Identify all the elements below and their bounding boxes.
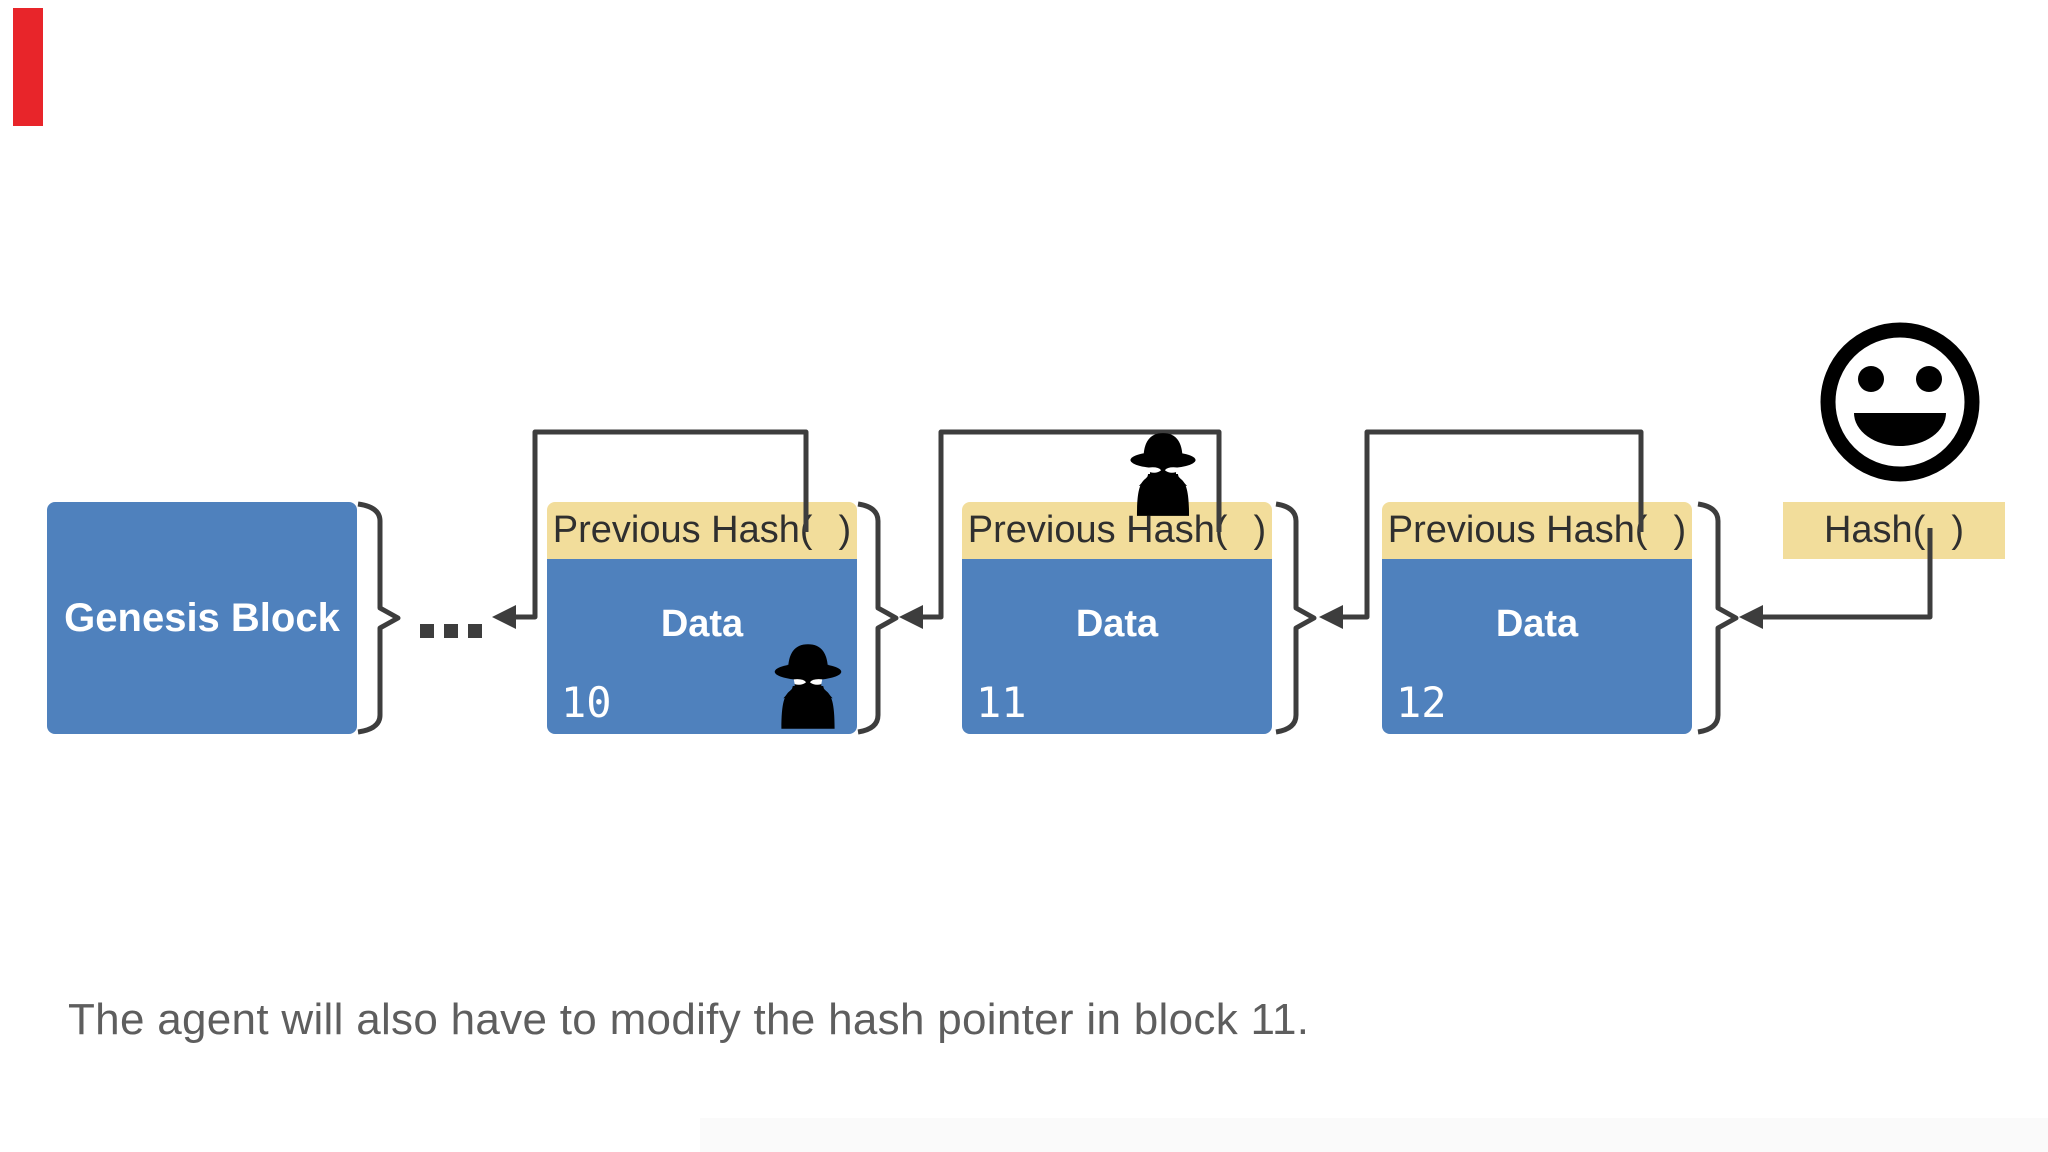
genesis-block: Genesis Block [47,502,357,734]
brace-block12 [1697,501,1739,735]
genesis-block-label: Genesis Block [64,595,340,640]
block-12-data-area: Data 12 [1382,559,1692,734]
brace-block10 [857,501,899,735]
block-10-data-area: Data 10 [547,559,857,734]
block-11-data-label: Data [1075,603,1159,645]
arrowhead-left-to-ellipsis [492,605,516,629]
prev-hash-close-paren: ) [838,509,852,551]
arrowhead-left-to-block12 [1739,605,1763,629]
smiley-face-icon [1820,322,1980,482]
block-10-previous-hash-field: Previous Hash( ) [547,502,857,559]
prev-hash-close-paren: ) [1673,509,1687,551]
block-12-number: 12 [1396,678,1447,727]
hash-open-text: Hash( [1823,509,1926,551]
block-11-number: 11 [976,678,1027,727]
block-11-data-area: Data 11 [962,559,1272,734]
hash-close-paren: ) [1951,509,1965,551]
brace-block11 [1275,501,1317,735]
arrowhead-left-to-block11 [1319,605,1343,629]
arrowhead-left-to-block10 [899,605,923,629]
omitted-blocks-ellipsis [420,624,482,638]
prev-hash-close-paren: ) [1253,509,1267,551]
block-11: Previous Hash( ) Data 11 [962,502,1272,734]
block-10-number: 10 [561,678,612,727]
bottom-letterbox-strip [700,1118,2048,1152]
prev-hash-open-text: Previous Hash( [967,509,1228,551]
block-12-previous-hash-field: Previous Hash( ) [1382,502,1692,559]
block-10: Previous Hash( ) Data 10 [547,502,857,734]
prev-hash-open-text: Previous Hash( [1387,509,1648,551]
hash-field: Hash( ) [1783,502,2005,559]
caption-text: The agent will also have to modify the h… [68,995,1310,1044]
brace-genesis [357,501,401,735]
red-marker-bar [13,8,43,126]
prev-hash-open-text: Previous Hash( [552,509,813,551]
block-10-data-label: Data [660,603,744,645]
block-12: Previous Hash( ) Data 12 [1382,502,1692,734]
block-11-previous-hash-field: Previous Hash( ) [962,502,1272,559]
block-12-data-label: Data [1495,603,1579,645]
